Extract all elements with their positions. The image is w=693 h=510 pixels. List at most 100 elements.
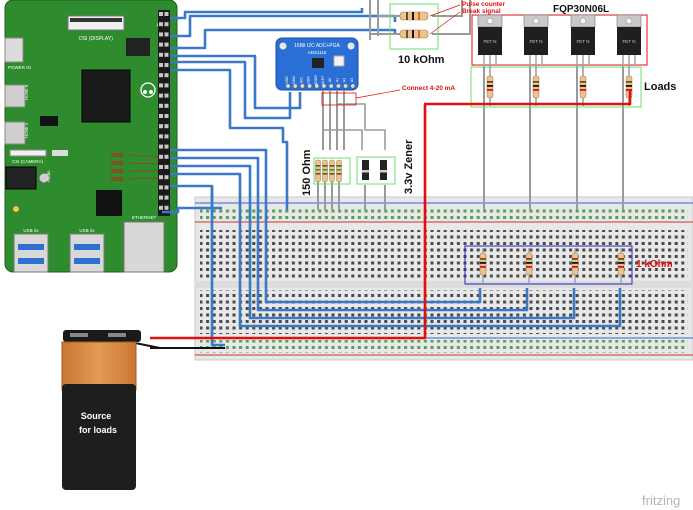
gpio-pin: [164, 42, 169, 47]
gpio-pin: [159, 185, 163, 190]
gpio-pin: [164, 52, 169, 57]
gpio-pin: [159, 154, 163, 159]
adc-pin-label: GND: [292, 76, 296, 84]
gpio-pin: [159, 12, 163, 16]
adc-pin: [350, 83, 356, 89]
pulse-counter-label: Pulse counter: [462, 1, 505, 8]
loads-highlight: [470, 66, 642, 108]
adc-pin: [314, 83, 320, 89]
fet-transistor: FET N: [616, 14, 642, 210]
audio-jack: [5, 166, 37, 190]
connect-420-label: Connect 4-20 mA: [402, 85, 455, 92]
csi-label: CSI (CAMERA): [12, 159, 44, 164]
gpio-pin: [164, 93, 169, 98]
load-resistor: [532, 75, 540, 99]
adc-pin: [335, 83, 341, 89]
fritzing-logo: fritzing: [642, 493, 680, 508]
gpio-pin: [159, 93, 163, 98]
zener-diodes: [356, 156, 396, 185]
gpio-pin: [159, 52, 163, 57]
power-in-label: POWER IN: [8, 65, 31, 70]
gpio-pin: [164, 134, 169, 139]
fet-transistors: FET N FET N FET N FET N: [477, 14, 642, 210]
fet-transistor: FET N: [570, 14, 596, 210]
adc-pin-label: SCL: [299, 77, 303, 84]
gpio-pin: [164, 114, 169, 118]
gpio-pin: [159, 205, 163, 210]
gpio-pin: [164, 83, 169, 88]
resistor-150-ohm: [329, 159, 335, 183]
soc-chip: [81, 69, 131, 123]
adc-pin-label: A2: [343, 78, 347, 82]
loads-label: Loads: [644, 81, 676, 93]
fet-tag: FET N: [577, 39, 590, 44]
battery[interactable]: Source for loads: [61, 330, 225, 490]
gpio-pin: [164, 195, 169, 200]
hdmi-1-port: [4, 121, 26, 145]
gpio-pin: [164, 205, 169, 210]
gpio-pin: [164, 175, 169, 180]
resistors-150-highlight: [313, 157, 351, 185]
fet-tag: FET N: [623, 39, 636, 44]
gpio-pin: [164, 32, 169, 37]
fet-part-label: FQP30N06L: [553, 4, 609, 15]
resistor-150-ohm: [336, 159, 342, 183]
hdmi-1-label: HDMI 1: [24, 122, 29, 138]
resistor-1k: [479, 252, 487, 276]
fet-transistor: FET N: [523, 14, 549, 210]
adc-pin: [328, 83, 334, 89]
audio-label: Audio: [46, 170, 51, 182]
resistors-10k-highlight: [389, 3, 439, 50]
blue-wires: [162, 8, 622, 347]
load-resistors: [486, 65, 633, 106]
resistor-1k: [617, 252, 625, 276]
raspberry-pi-board: DSI (DISPLAY) POWER IN HDMI 0 HDMI 1 CSI…: [4, 0, 178, 273]
hdmi-0-label: HDMI 0: [24, 84, 29, 100]
gpio-label-1: GPIO: [111, 153, 124, 159]
usb-port-left: [13, 233, 49, 273]
fet-highlight: [471, 14, 648, 66]
adc-part: ADS1115: [308, 50, 327, 55]
fet-tag: FET N: [484, 39, 497, 44]
gpio-pin: [164, 63, 169, 67]
gpio-pin: [159, 144, 163, 149]
gpio-pins: [159, 12, 169, 210]
gpio-pin: [164, 103, 169, 108]
ten-kohm-label: 10 kOhm: [398, 54, 445, 66]
usb-left-label: USB 2x: [23, 228, 39, 233]
gpio-pin: [159, 63, 163, 67]
resistors-1k-highlight: [464, 245, 633, 285]
adc-pin-label: A1: [335, 78, 339, 82]
adc-pin-label: A3: [350, 78, 354, 82]
fet-tag: FET N: [530, 39, 543, 44]
gpio-pin: [159, 103, 163, 108]
red-power-wire: [150, 90, 632, 340]
battery-label-line1: Source: [81, 411, 112, 421]
gpio-pin: [159, 73, 163, 78]
gpio-pin: [159, 42, 163, 47]
adc-pin: [299, 83, 305, 89]
gpio-pin: [159, 175, 163, 180]
one-kohm-label: 1 kOhm: [636, 259, 673, 270]
gpio-pin: [159, 83, 163, 88]
gpio-pin: [164, 185, 169, 190]
gpio-pin: [159, 22, 163, 27]
adc-pin-label: ADDR: [314, 75, 318, 85]
gpio-pin: [159, 134, 163, 139]
dsi-label: DSI (DISPLAY): [79, 36, 113, 42]
adc-pin-label: ALRT: [321, 75, 325, 85]
adc-pin-label: VDD: [285, 76, 289, 84]
adc-pin: [321, 83, 327, 89]
csi-connector: [9, 149, 47, 157]
usb-port-right: [69, 233, 105, 273]
gpio-pin: [159, 195, 163, 200]
adc-pin: [307, 83, 313, 89]
load-resistor: [579, 75, 587, 99]
gray-wires: [317, 0, 471, 210]
gpio-pin: [164, 154, 169, 159]
battery-label-line2: for loads: [79, 425, 117, 435]
gpio-pin: [164, 73, 169, 78]
adc-title: 16Bit I2C ADC+PGA: [294, 43, 340, 49]
gpio-pin: [164, 124, 169, 129]
